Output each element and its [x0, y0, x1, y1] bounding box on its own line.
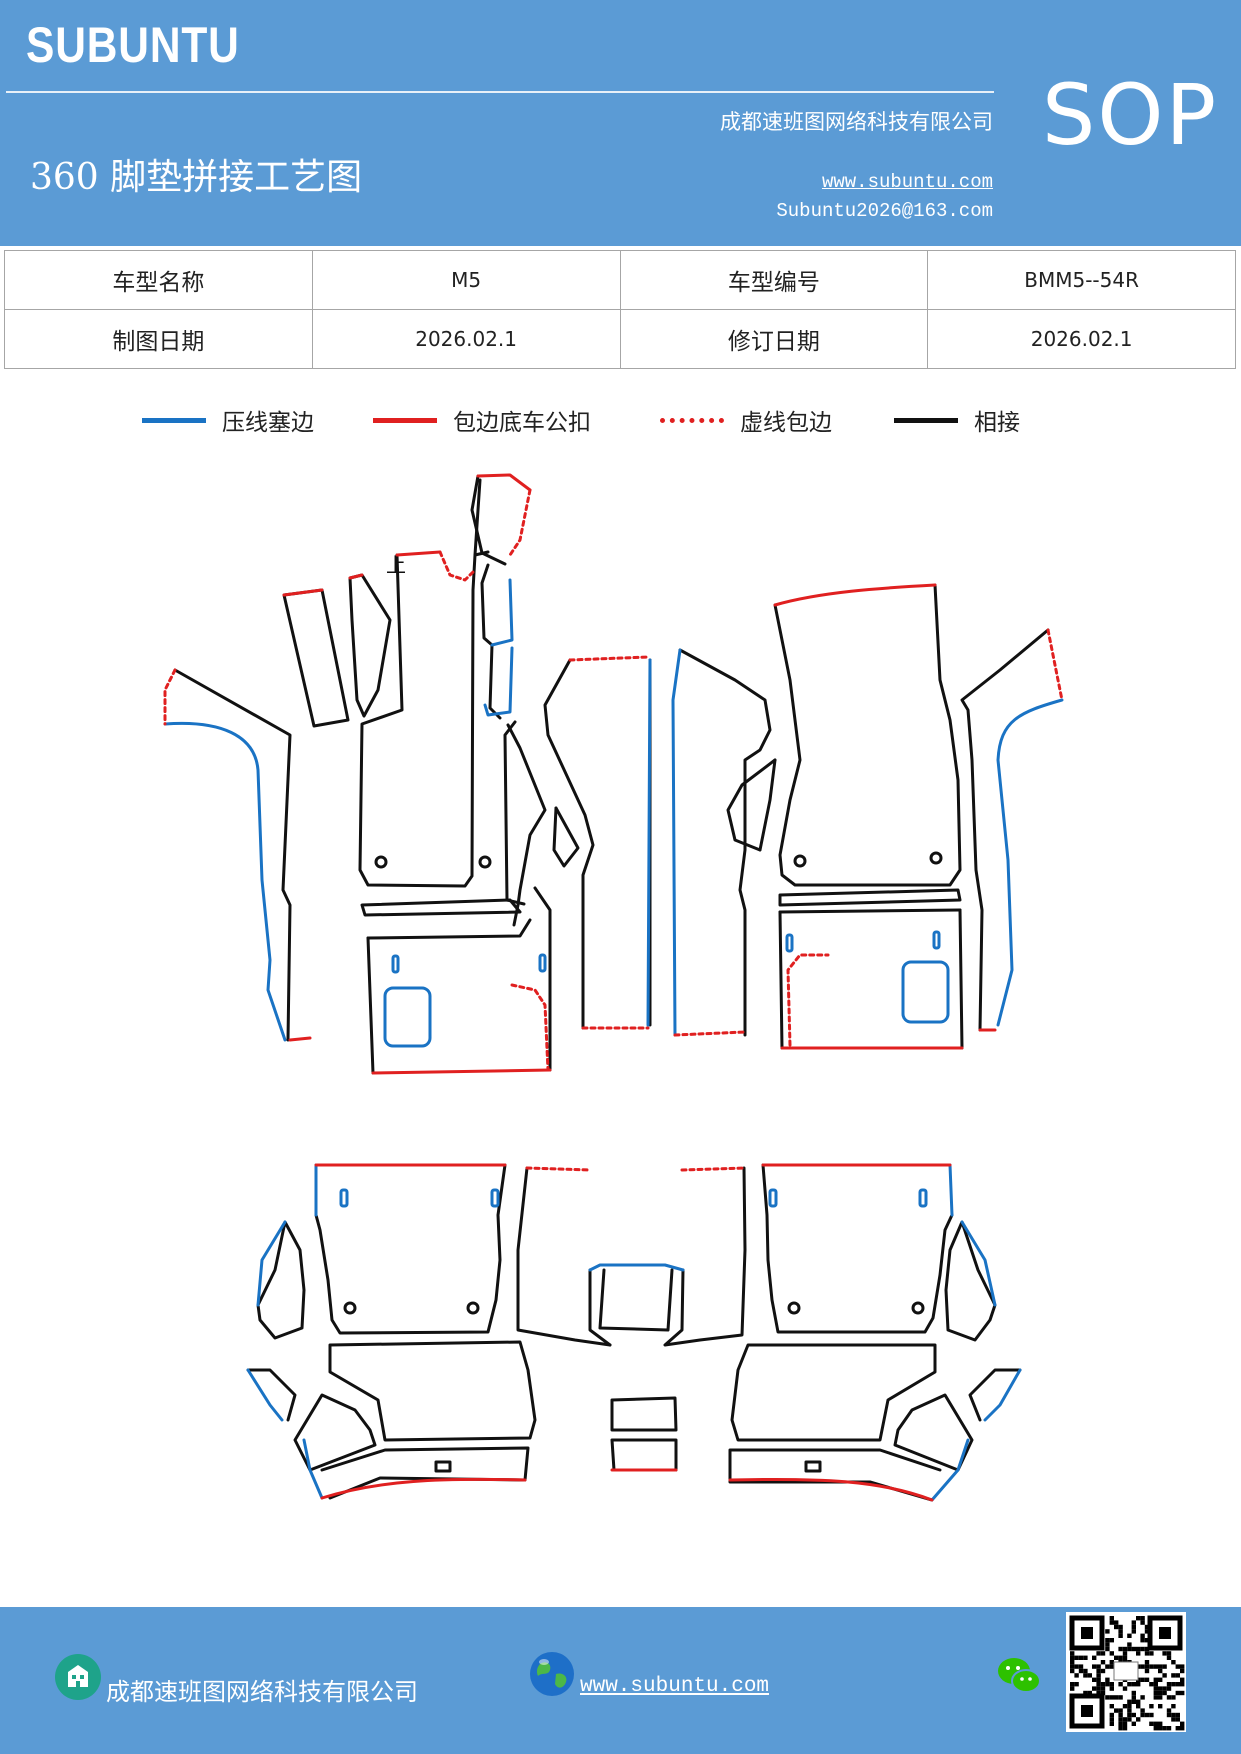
header-website-link[interactable]: www.subuntu.com: [821, 171, 993, 193]
wechat-icon: [998, 1658, 1041, 1693]
page-footer: 成都速班图网络科技有限公司 www.subuntu.com: [0, 1607, 1241, 1754]
building-icon: [55, 1654, 101, 1700]
draw-date-value: 2026.02.1: [311, 309, 621, 369]
legend-item-hem-buckle: 包边底车公扣: [373, 400, 591, 440]
model-code-value: BMM5--54R: [927, 250, 1236, 310]
table-row: 制图日期 2026.02.1 修订日期 2026.02.1: [4, 309, 1236, 369]
legend-item-dotted-hem: 虚线包边: [660, 400, 832, 440]
draw-date-label: 制图日期: [4, 309, 313, 369]
model-name-value: M5: [311, 250, 621, 310]
brand-logo: SUBUNTU: [26, 17, 240, 73]
floor-mat-pattern-drawing: 上: [163, 473, 1064, 1502]
legend-item-joined: 相接: [894, 400, 1020, 440]
globe-icon: [530, 1652, 574, 1696]
qr-code-graphic: [1069, 1615, 1185, 1731]
legend-swatch-blue: [142, 417, 206, 423]
header-divider: [6, 91, 994, 93]
mat-outlines: [173, 474, 1050, 1502]
legend-label: 相接: [974, 410, 1020, 436]
hem-buckle-edges: [282, 473, 997, 1502]
sop-badge: SOP: [1042, 66, 1219, 164]
legend-label: 压线塞边: [222, 410, 314, 436]
header-email: Subuntu2026@163.com: [776, 200, 993, 222]
legend-swatch-black: [894, 417, 958, 423]
press-line-edges: [163, 578, 1064, 1502]
legend-swatch-red: [373, 417, 437, 423]
document-title: 360 脚垫拼接工艺图: [30, 157, 363, 198]
legend-swatch-red-dotted: [660, 417, 724, 423]
revision-date-label: 修订日期: [619, 309, 929, 369]
legend-label: 包边底车公扣: [453, 410, 591, 436]
page-header: SUBUNTU SOP 360 脚垫拼接工艺图 成都速班图网络科技有限公司 ww…: [0, 0, 1241, 246]
legend-item-press-line: 压线塞边: [142, 400, 314, 440]
revision-date-value: 2026.02.1: [927, 309, 1236, 369]
footer-company-name: 成都速班图网络科技有限公司: [106, 1678, 418, 1706]
orientation-mark: 上: [386, 553, 406, 577]
vehicle-info-table: 车型名称 M5 车型编号 BMM5--54R 制图日期 2026.02.1 修订…: [4, 250, 1236, 369]
legend-label: 虚线包边: [740, 410, 832, 436]
dotted-hem-edges: [163, 488, 1064, 1172]
footer-website-link[interactable]: www.subuntu.com: [580, 1675, 770, 1698]
qr-code-icon: [1066, 1612, 1186, 1732]
model-code-label: 车型编号: [619, 250, 929, 310]
model-name-label: 车型名称: [4, 250, 313, 310]
header-company-name: 成都速班图网络科技有限公司: [720, 110, 993, 134]
table-row: 车型名称 M5 车型编号 BMM5--54R: [4, 250, 1236, 310]
